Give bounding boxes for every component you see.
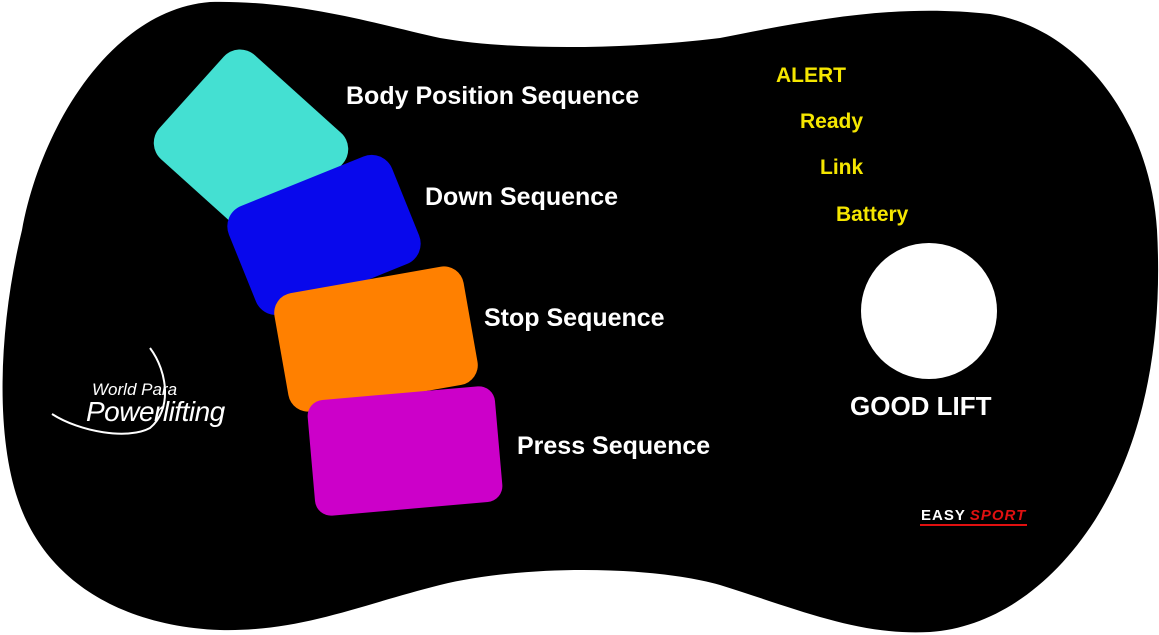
press-sequence-button[interactable]	[306, 385, 503, 517]
stop-sequence-label: Stop Sequence	[484, 304, 665, 332]
easysport-logo: EASY SPORT	[920, 506, 1028, 526]
press-sequence-label: Press Sequence	[517, 432, 711, 460]
stop-sequence-button[interactable]	[271, 263, 481, 415]
logo-line2: Powerlifting	[86, 396, 225, 427]
good-lift-label: GOOD LIFT	[850, 391, 992, 421]
brand-part1: EASY	[921, 506, 966, 524]
link-indicator: Link	[820, 156, 864, 179]
logo-line1: World Para	[92, 380, 178, 399]
alert-indicator: ALERT	[776, 64, 846, 87]
swoosh-icon	[51, 347, 166, 435]
down-sequence-button[interactable]	[221, 148, 428, 321]
brand-part2: SPORT	[969, 506, 1027, 524]
battery-indicator: Battery	[836, 203, 909, 226]
down-sequence-label: Down Sequence	[425, 183, 619, 211]
body-position-sequence-label: Body Position Sequence	[346, 82, 640, 110]
good-lift-button[interactable]	[861, 243, 997, 379]
ready-indicator: Ready	[800, 110, 864, 133]
